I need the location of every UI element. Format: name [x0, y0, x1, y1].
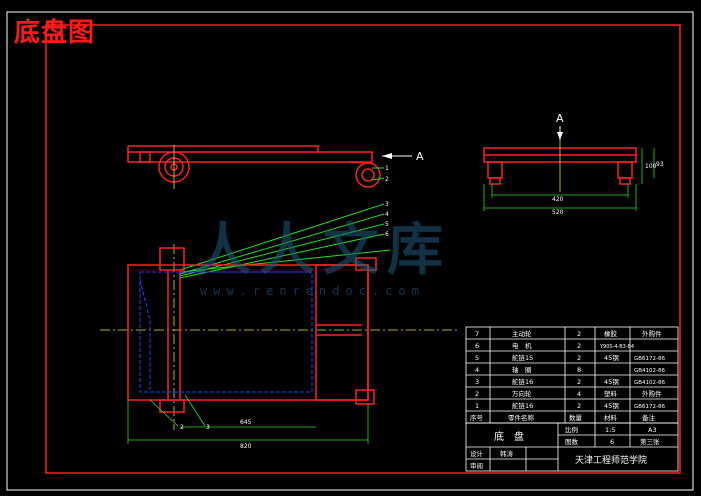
svg-text:第三张: 第三张 [640, 437, 660, 446]
dim-plan-inner: 645 [240, 419, 252, 426]
front-view: A 420 520 [483, 112, 664, 216]
side-view [127, 145, 381, 189]
header-index: 序号 [470, 413, 484, 422]
svg-text:3: 3 [475, 378, 479, 386]
svg-text:45钢: 45钢 [604, 402, 619, 410]
title-block-text: 底 盘 比例 1:5 A3 图数 6 第三张 设计 韩涛 审阅 天津工程师范学院 [470, 425, 660, 470]
drawing-frame [45, 24, 681, 474]
svg-text:橡胶: 橡胶 [604, 329, 618, 338]
svg-text:2: 2 [577, 354, 581, 362]
svg-text:塑料: 塑料 [604, 389, 618, 398]
dim-front-height1: 100 [645, 163, 657, 170]
svg-text:电 机: 电 机 [512, 341, 532, 350]
svg-text:审阅: 审阅 [470, 461, 483, 470]
svg-text:GB6172-86: GB6172-86 [634, 404, 666, 410]
svg-text:5: 5 [475, 354, 479, 362]
drawing-title: 底盘图 [14, 18, 96, 48]
watermark-url: www.renrendoc.com [200, 284, 425, 298]
dim-front-inner: 420 [552, 196, 564, 203]
svg-text:外购件: 外购件 [642, 389, 662, 398]
svg-text:1: 1 [475, 402, 479, 410]
svg-text:舵链16: 舵链16 [512, 377, 533, 386]
leader-lines [179, 167, 391, 279]
svg-text:图数: 图数 [565, 437, 579, 446]
side-view-arrow: A [382, 150, 424, 163]
svg-text:设计: 设计 [470, 449, 484, 458]
school-name: 天津工程师范学院 [575, 454, 647, 466]
svg-text:4: 4 [577, 390, 581, 398]
plan-view: 645 820 2 3 [100, 244, 460, 450]
svg-text:韩涛: 韩涛 [500, 449, 514, 458]
header-material: 材料 [604, 413, 618, 422]
svg-text:GB6172-86: GB6172-86 [634, 356, 666, 362]
front-view-label: A [556, 112, 564, 125]
svg-text:6: 6 [475, 342, 479, 350]
side-view-label: A [416, 150, 424, 163]
dim-plan-outer: 820 [240, 443, 252, 450]
dim-front-height2: 93 [656, 161, 664, 168]
svg-text:4: 4 [475, 366, 479, 374]
svg-text:2: 2 [577, 342, 581, 350]
svg-text:45钢: 45钢 [604, 354, 619, 362]
parts-table-text: 7 主动轮 2 橡胶 外购件 6 电 机 2 Y90S-4-B3-B4 5 舵链… [470, 329, 666, 422]
svg-text:8: 8 [577, 366, 581, 374]
svg-text:轴 圈: 轴 圈 [512, 365, 532, 374]
svg-text:1:5: 1:5 [605, 426, 615, 434]
header-qty: 数量 [569, 413, 583, 422]
balloon-3: 3 [385, 201, 389, 208]
header-name: 零件名称 [508, 413, 535, 422]
svg-text:Y90S-4-B3-B4: Y90S-4-B3-B4 [599, 344, 634, 350]
svg-text:舵链16: 舵链16 [512, 401, 533, 410]
balloon-4: 4 [385, 211, 389, 218]
svg-text:6: 6 [610, 438, 614, 446]
svg-text:万向轮: 万向轮 [512, 389, 532, 398]
svg-text:比例: 比例 [565, 425, 578, 434]
balloon-2: 2 [385, 176, 389, 183]
svg-text:GB4102-86: GB4102-86 [634, 368, 666, 374]
svg-text:2: 2 [577, 402, 581, 410]
svg-text:舵链15: 舵链15 [512, 353, 533, 362]
part-name: 底 盘 [494, 430, 524, 443]
plan-balloon-2: 2 [180, 424, 184, 431]
svg-text:2: 2 [577, 330, 581, 338]
svg-text:外购件: 外购件 [642, 329, 662, 338]
sheet-border [6, 11, 694, 491]
svg-text:主动轮: 主动轮 [512, 329, 532, 338]
dim-front-outer: 520 [552, 209, 564, 216]
header-note: 备注 [642, 413, 656, 422]
svg-text:45钢: 45钢 [604, 378, 619, 386]
svg-text:2: 2 [577, 378, 581, 386]
svg-text:7: 7 [475, 330, 479, 338]
plan-balloon-3: 3 [206, 424, 210, 431]
balloon-5: 5 [385, 221, 389, 228]
svg-text:A3: A3 [648, 426, 657, 434]
balloon-1: 1 [385, 165, 389, 172]
balloon-6: 6 [385, 231, 389, 238]
title-block [465, 422, 679, 472]
svg-text:GB4102-86: GB4102-86 [634, 380, 666, 386]
watermark-logo: 人人文库 [195, 217, 451, 283]
balloon-numbers: 1 2 3 4 5 6 [385, 165, 389, 238]
svg-text:2: 2 [475, 390, 479, 398]
